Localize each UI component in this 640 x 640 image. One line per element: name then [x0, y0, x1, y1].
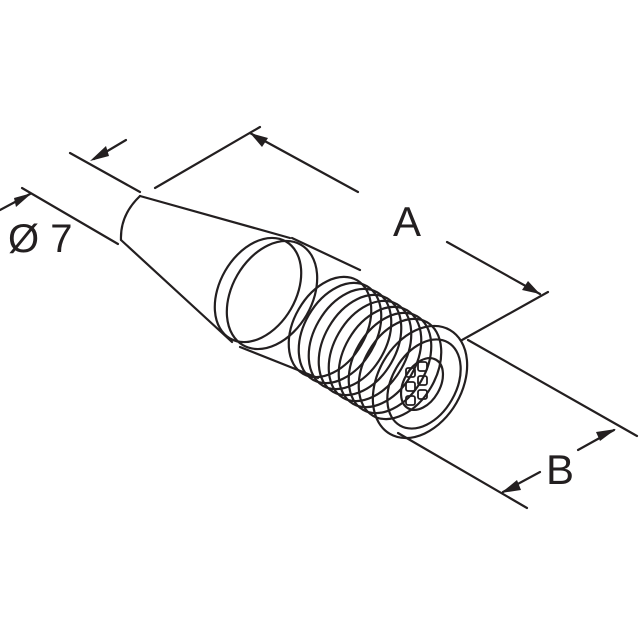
pin: [405, 395, 416, 406]
outer-rim: [371, 324, 469, 440]
pin: [405, 381, 416, 392]
pin: [405, 367, 416, 378]
extension-line: [396, 431, 529, 510]
contact-pins: [405, 361, 428, 406]
extension-line: [68, 151, 142, 194]
extension-line: [153, 125, 262, 190]
arrowhead: [90, 146, 109, 161]
connector-face: [371, 324, 469, 440]
inner-rim: [386, 338, 462, 430]
arrowheads: [14, 133, 616, 493]
diameter-label: Ø 7: [8, 217, 72, 261]
arrowhead: [596, 429, 616, 441]
cable-boot: [119, 194, 292, 344]
pin: [417, 375, 428, 386]
width-label: B: [546, 446, 574, 493]
pin: [417, 389, 428, 400]
extension-line: [460, 290, 550, 342]
length-label: A: [393, 198, 421, 245]
dimension-line: [445, 240, 542, 296]
length-dimension: [153, 125, 550, 342]
dimension-line: [248, 131, 360, 194]
extension-line: [466, 338, 639, 438]
arrowhead: [250, 133, 268, 147]
pin: [417, 361, 428, 372]
arrowhead: [522, 281, 540, 294]
threaded-body: [287, 275, 443, 421]
extension-line: [20, 186, 120, 246]
arrowhead: [14, 193, 32, 207]
arrowhead: [501, 480, 521, 493]
